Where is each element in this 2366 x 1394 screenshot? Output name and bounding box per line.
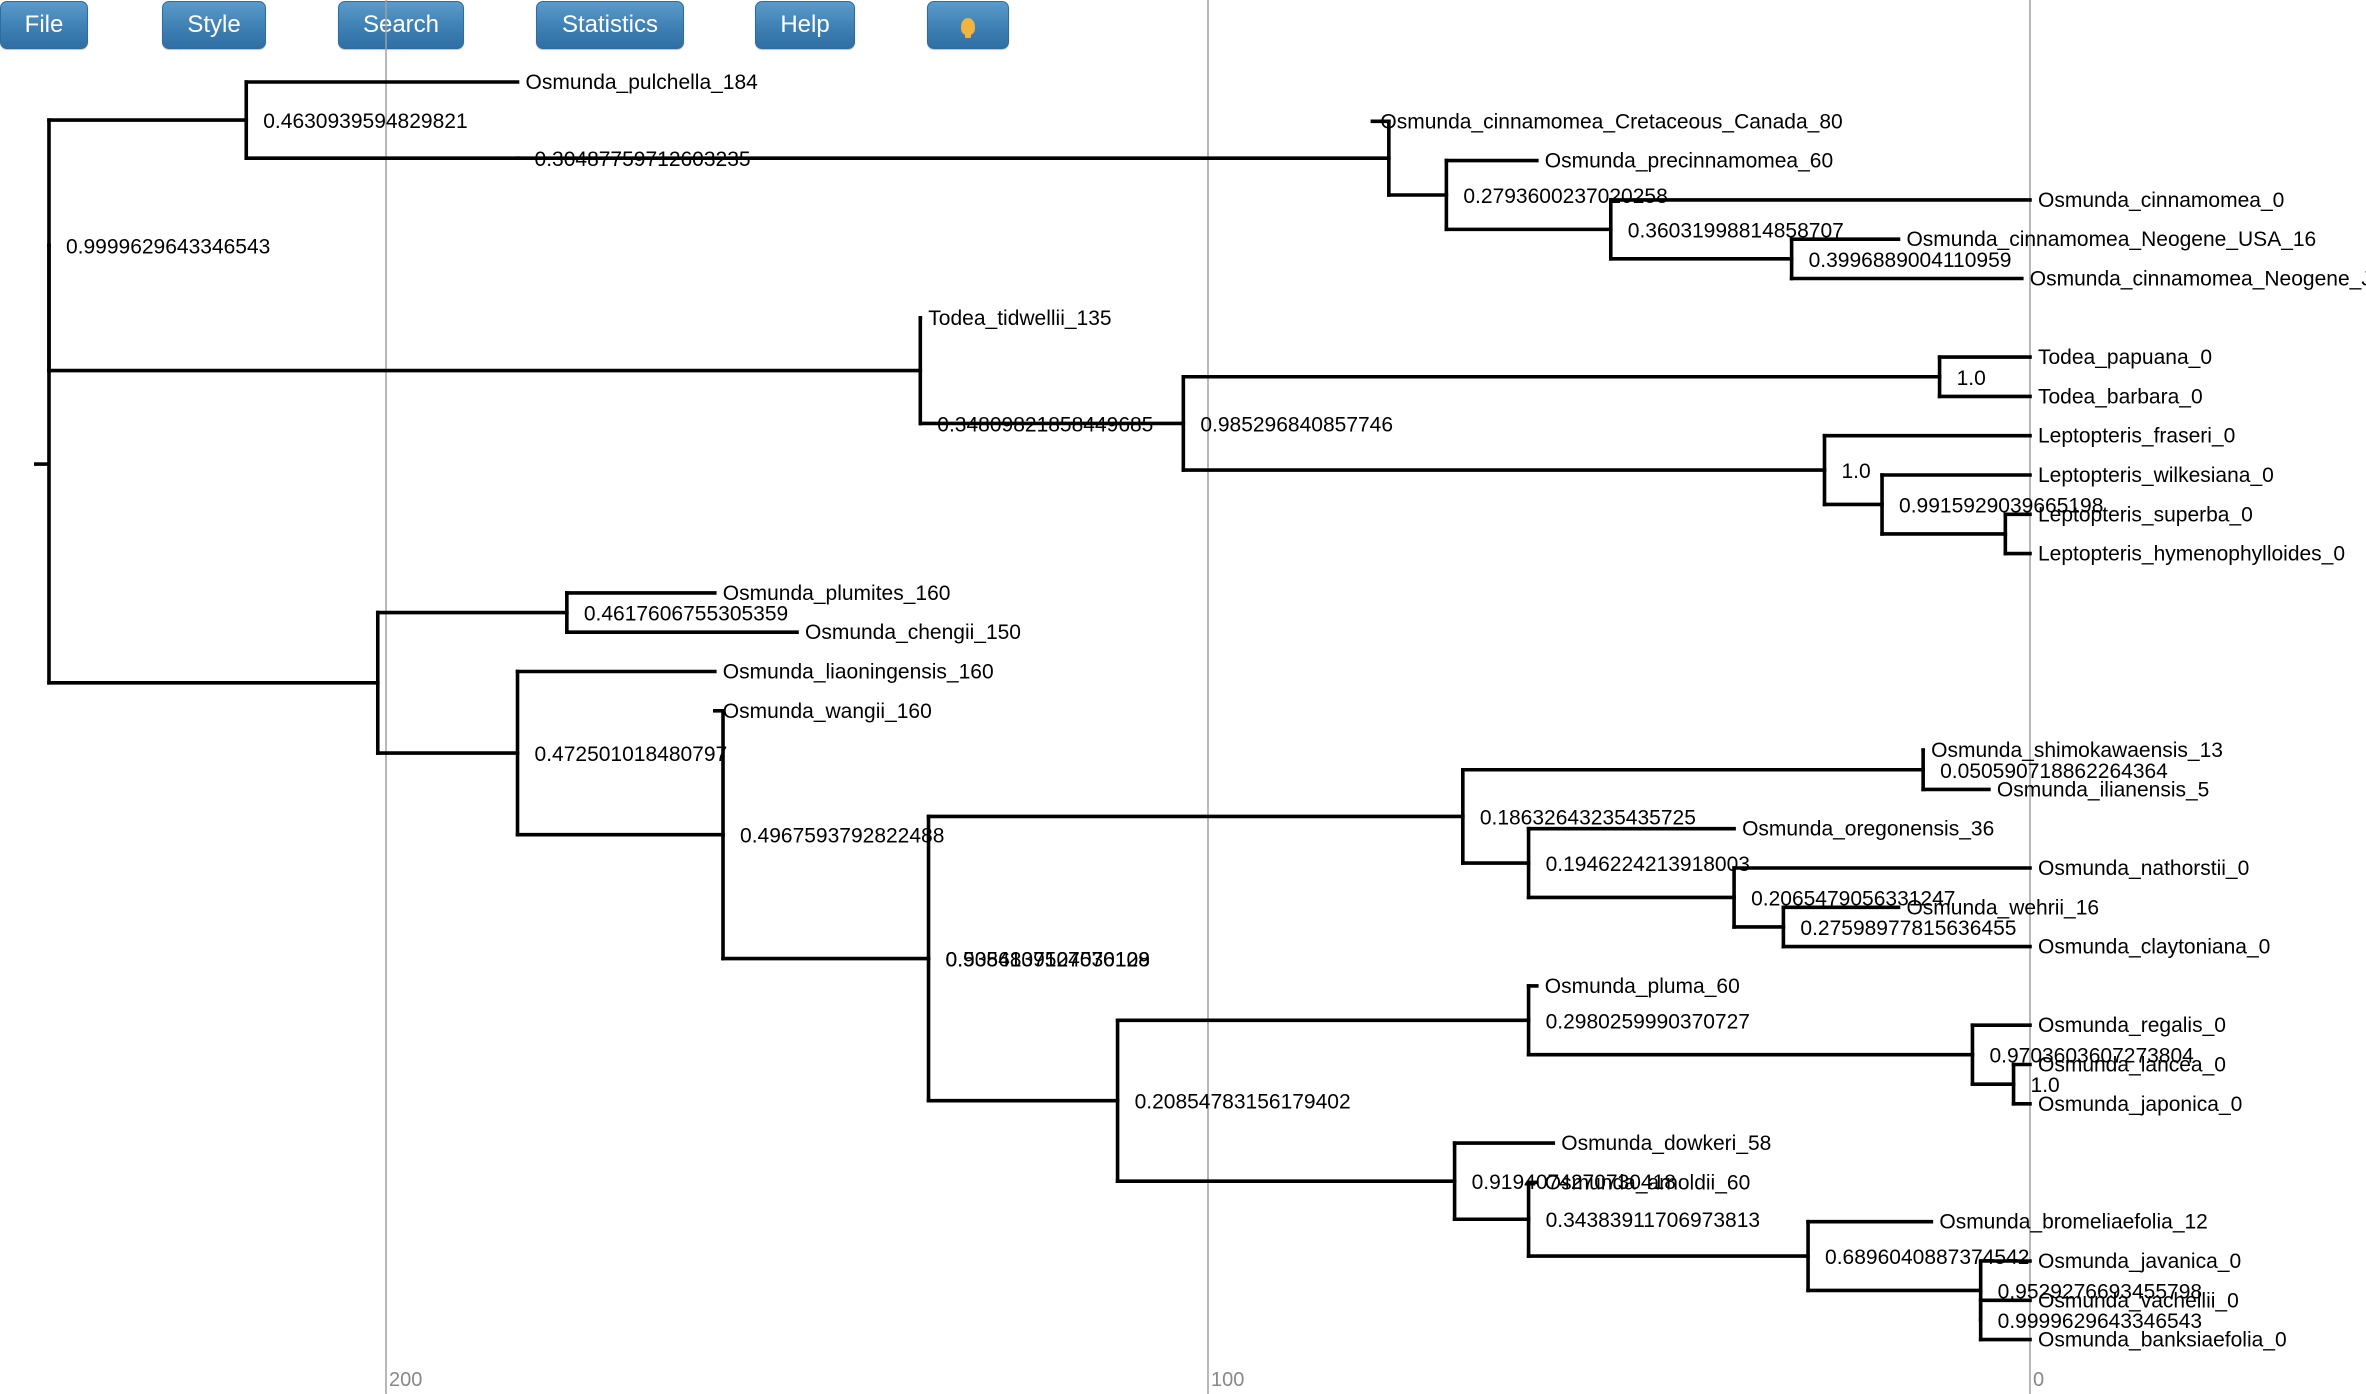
leaf-label[interactable]: Osmunda_pulchella_184 [526,71,759,94]
leaf-label[interactable]: Osmunda_chengii_150 [805,621,1021,644]
style-menu-button[interactable]: Style [162,1,266,49]
leaf-label[interactable]: Osmunda_banksiaefolia_0 [2038,1329,2287,1352]
leaf-label[interactable]: Osmunda_claytoniana_0 [2038,936,2270,959]
time-axis-label: 100 [1211,1369,1244,1391]
leaf-label[interactable]: Todea_papuana_0 [2038,346,2212,369]
leaf-label[interactable]: Osmunda_nathorstii_0 [2038,857,2249,880]
statistics-menu-button[interactable]: Statistics [536,1,684,49]
node-support-value: 0.4967593792822488 [740,825,944,848]
node-support-value: 0.9529276693455798 [1998,1280,2202,1303]
leaf-label[interactable]: Osmunda_regalis_0 [2038,1014,2226,1037]
leaf-label[interactable]: Osmunda_precinnamomea_60 [1545,150,1833,173]
leaf-label[interactable]: Leptopteris_wilkesiana_0 [2038,464,2274,487]
time-axis-label: 200 [389,1369,422,1391]
leaf-label[interactable]: Osmunda_wehrii_16 [1906,896,2099,919]
leaf-label[interactable]: Osmunda_cinnamomea_Neogene_USA_16 [1906,228,2316,251]
node-support-value: 0.050590718862264364 [1940,760,2168,783]
node-support-value: 0.6896040887374542 [1825,1246,2029,1269]
node-support-value: 0.5386837524536128 [946,949,1150,972]
tips-button[interactable] [927,1,1009,49]
node-support-value: 0.9999629643346543 [1998,1310,2202,1333]
leaf-label[interactable]: Osmunda_dowkeri_58 [1561,1132,1771,1155]
node-support-value: 0.2793600237020258 [1463,185,1667,208]
leaf-label[interactable]: Osmunda_arnoldii_60 [1545,1171,1750,1194]
node-support-value: 0.20854783156179402 [1135,1091,1351,1114]
node-support-value: 0.9194074270730418 [1472,1171,1676,1194]
node-support-value: 0.3996889004110959 [1809,249,2012,272]
node-support-value: 0.472501018480797 [535,743,728,766]
leaf-label[interactable]: Osmunda_wangii_160 [723,700,932,723]
leaf-label[interactable]: Osmunda_javanica_0 [2038,1250,2241,1273]
leaf-label[interactable]: Osmunda_bromeliaefolia_12 [1939,1211,2207,1234]
node-support-value: 0.9054109107070109 [946,949,1150,972]
leaf-label[interactable]: Osmunda_liaoningensis_160 [723,661,994,684]
leaf-label[interactable]: Osmunda_ilianensis_5 [1997,778,2209,801]
leaf-label[interactable]: Osmunda_plumites_160 [723,582,951,605]
toolbar: File Style Search Statistics Help [0,0,1020,52]
node-support-value: 1.0 [2031,1074,2060,1097]
leaf-label[interactable]: Osmunda_shimokawaensis_13 [1931,739,2223,762]
search-menu-button[interactable]: Search [338,1,464,49]
leaf-label[interactable]: Leptopteris_fraseri_0 [2038,425,2235,448]
node-support-value: 0.9915929039665198 [1899,494,2103,517]
node-support-value: 0.4617606755305359 [584,603,788,626]
leaf-label[interactable]: Osmunda_pluma_60 [1545,975,1740,998]
leaf-label[interactable]: Osmunda_cinnamomea_0 [2038,189,2284,212]
node-support-value: 0.1946224213918003 [1546,853,1750,876]
leaf-label[interactable]: Osmunda_vachellii_0 [2038,1289,2239,1312]
node-support-value: 0.18632643235435725 [1480,806,1696,829]
leaf-label[interactable]: Osmunda_cinnamomea_Neogene_Japan_1 [2030,268,2366,291]
file-menu-button[interactable]: File [0,1,88,49]
leaf-label[interactable]: Leptopteris_superba_0 [2038,503,2253,526]
node-support-value: 0.34809821858449685 [937,413,1153,436]
help-menu-button[interactable]: Help [755,1,855,49]
node-support-value: 1.0 [1957,367,1986,390]
leaf-label[interactable]: Todea_tidwellii_135 [928,307,1111,330]
node-support-value: 0.36031998814858707 [1628,219,1844,242]
node-support-value: 0.4630939594829821 [263,110,467,133]
node-support-value: 0.34383911706973813 [1546,1209,1761,1232]
leaf-label[interactable]: Osmunda_lancea_0 [2038,1054,2226,1077]
node-support-value: 0.9999629643346543 [66,235,270,258]
node-support-value: 0.2065479056331247 [1751,887,1955,910]
leaf-label[interactable]: Todea_barbara_0 [2038,385,2203,408]
time-axis-label: 0 [2033,1369,2044,1391]
node-support-value: 1.0 [1842,460,1871,483]
lightbulb-icon [961,18,975,38]
leaf-label[interactable]: Osmunda_oregonensis_36 [1742,818,1994,841]
leaf-label[interactable]: Leptopteris_hymenophylloides_0 [2038,543,2345,566]
node-support-value: 0.30487759712603235 [535,148,751,171]
node-support-value: 0.27598977815636455 [1800,917,2016,940]
leaf-label[interactable]: Osmunda_cinnamomea_Cretaceous_Canada_80 [1380,110,1842,133]
node-support-value: 0.2980259990370727 [1546,1010,1750,1033]
node-support-value: 0.9703603607273804 [1989,1045,2194,1068]
node-support-value: 0.985296840857746 [1200,413,1393,436]
leaf-label[interactable]: Osmunda_japonica_0 [2038,1093,2242,1116]
